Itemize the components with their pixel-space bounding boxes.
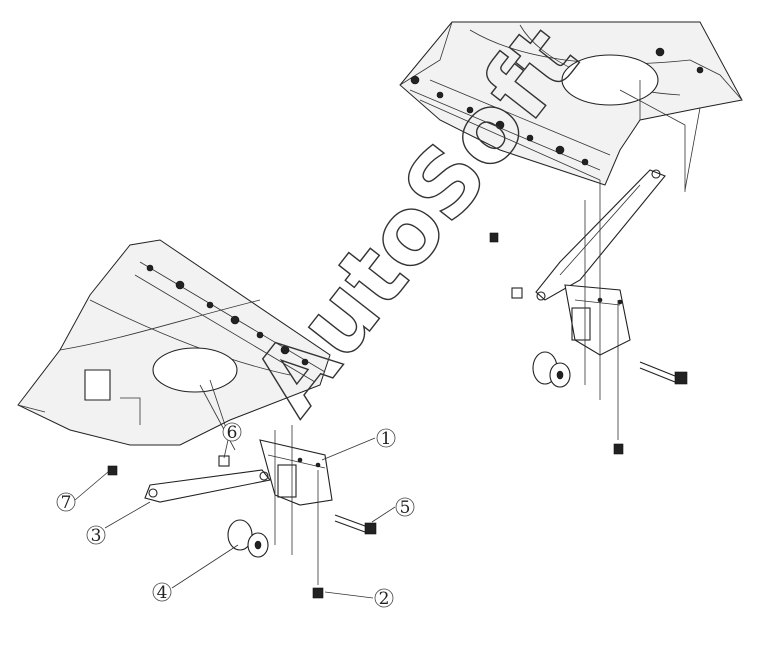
upper-floor-panel: [399, 21, 743, 191]
lower-mounting-arm: [144, 469, 271, 503]
upper-bracket: [564, 284, 631, 356]
upper-bolt-long: [639, 361, 688, 385]
callout-5: 5: [395, 497, 415, 518]
lower-bolt-long: [334, 514, 377, 535]
upper-leader-lines: [584, 89, 686, 400]
lower-bracket: [259, 439, 333, 506]
callout-5-label: 5: [400, 498, 411, 518]
callout-7-label: 7: [61, 493, 72, 513]
callout-2: 2: [374, 588, 394, 609]
lower-floor-panel: [17, 239, 331, 446]
upper-bolt-vertical: [613, 300, 624, 455]
upper-mounting-arm: [535, 169, 666, 301]
lower-bushing: [227, 519, 269, 558]
callout-3-label: 3: [91, 526, 102, 546]
callout-1: 1: [376, 428, 396, 449]
lower-bolt-vertical: [312, 470, 324, 599]
callout-1-label: 1: [381, 429, 392, 449]
callout-6: 6: [222, 422, 242, 443]
upper-nuts: [489, 232, 523, 299]
callout-3: 3: [86, 525, 106, 546]
callout-6-label: 6: [227, 423, 238, 443]
callout-2-label: 2: [379, 589, 390, 609]
callout-4: 4: [152, 582, 172, 603]
lower-nuts: [107, 455, 230, 476]
callout-4-label: 4: [157, 583, 168, 603]
upper-bushing: [532, 351, 571, 388]
callout-7: 7: [56, 492, 76, 513]
callout-leaders: [74, 437, 396, 599]
